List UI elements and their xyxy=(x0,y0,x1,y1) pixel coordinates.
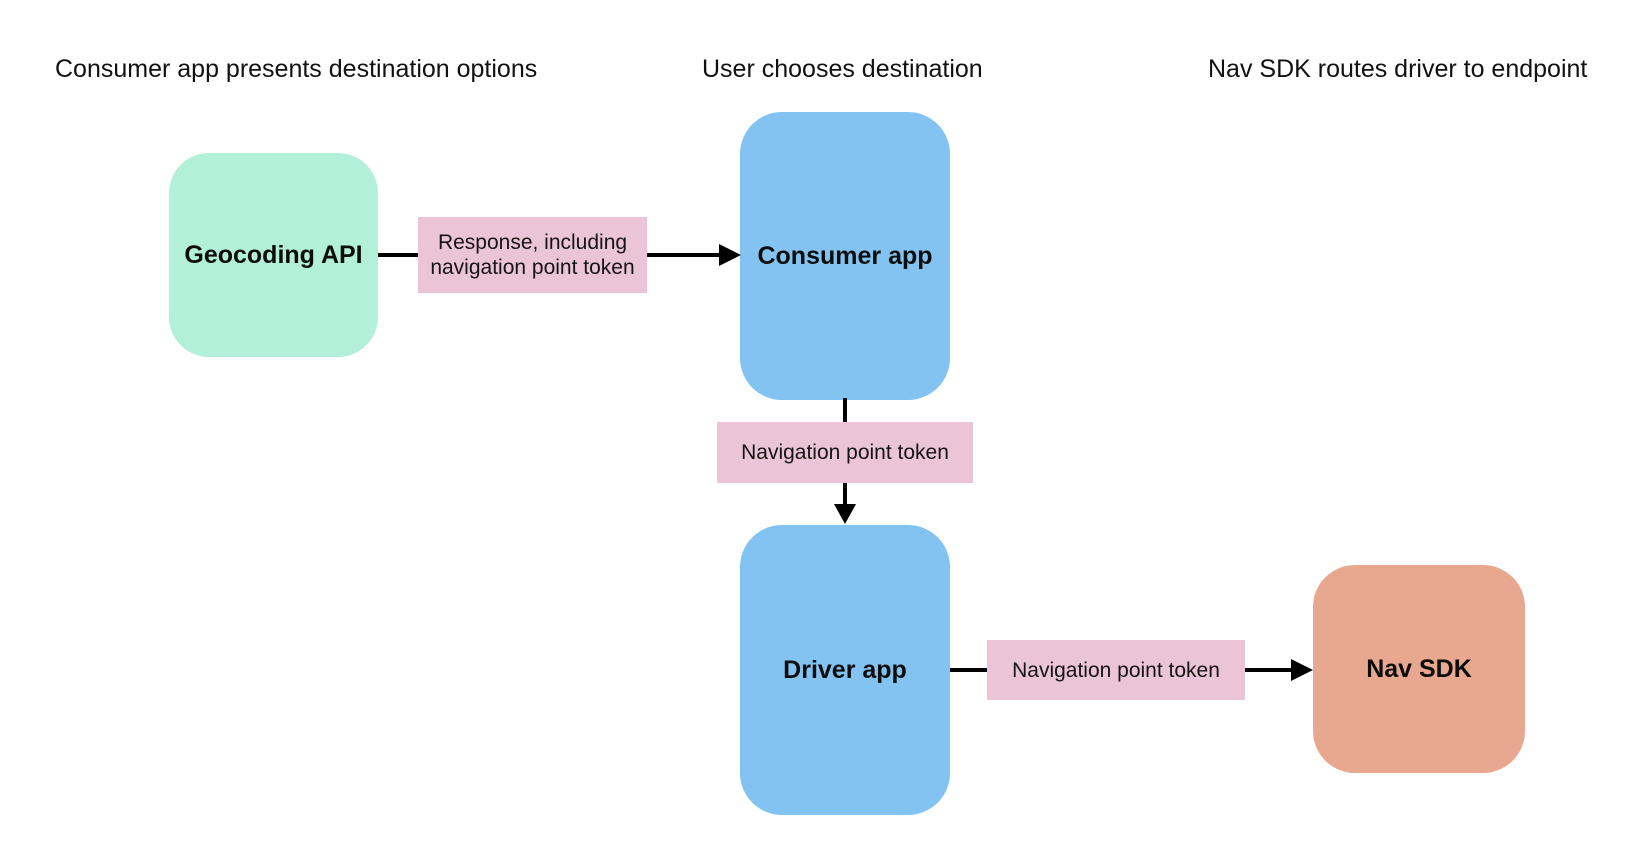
edge-label-text: Navigation point token xyxy=(1012,658,1220,682)
edge-label-navigation-point-token: Navigation point token xyxy=(987,640,1245,700)
column-heading-user-chooses: User chooses destination xyxy=(702,55,983,83)
column-heading-consumer-presents: Consumer app presents destination option… xyxy=(55,55,538,83)
edge-label-response-token: Response, including navigation point tok… xyxy=(418,217,647,293)
node-nav-sdk: Nav SDK xyxy=(1313,565,1525,773)
node-label: Consumer app xyxy=(757,241,933,270)
edge-label-navigation-point-token: Navigation point token xyxy=(717,422,973,483)
node-geocoding-api: Geocoding API xyxy=(169,153,378,357)
edge-label-text: Response, including navigation point tok… xyxy=(430,231,635,279)
node-label: Driver app xyxy=(783,655,907,684)
arrow-down-icon xyxy=(834,504,856,524)
arrow-right-icon xyxy=(1291,659,1313,681)
edge-label-text: Navigation point token xyxy=(741,441,949,464)
node-driver-app: Driver app xyxy=(740,525,950,815)
arrow-right-icon xyxy=(719,244,741,266)
node-label: Geocoding API xyxy=(184,240,363,269)
node-label: Nav SDK xyxy=(1366,654,1472,683)
node-consumer-app: Consumer app xyxy=(740,112,950,400)
column-heading-navsdk-routes: Nav SDK routes driver to endpoint xyxy=(1208,55,1588,83)
